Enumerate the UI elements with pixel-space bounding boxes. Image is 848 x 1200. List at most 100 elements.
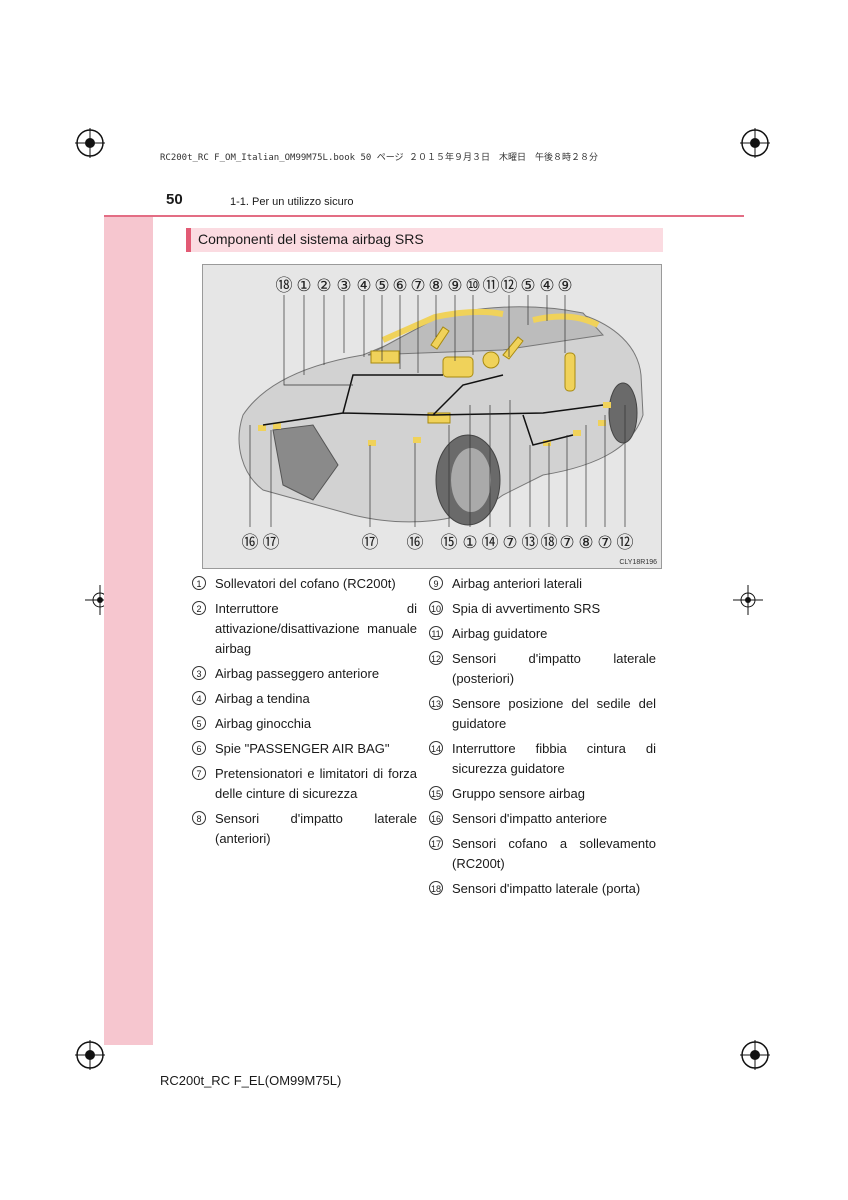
legend-text: Spia di avvertimento SRS xyxy=(452,601,601,616)
legend-right-column: 9 Airbag anteriori laterali 10 Spia di avve… xyxy=(429,574,656,904)
legend-text: Pretensionatori e limitatori di forza de… xyxy=(215,766,417,801)
callout-number: ⑥ xyxy=(392,276,408,296)
callout-number: ⑫ xyxy=(500,276,518,296)
legend-item: 1 Sollevatori del cofano (RC200t) xyxy=(192,574,417,594)
legend-item: 6 Spie "PASSENGER AIR BAG" xyxy=(192,739,417,759)
legend-text: Sensori d'impatto laterale (anteriori) xyxy=(215,811,417,846)
car-illustration xyxy=(238,295,644,527)
legend-text: Spie "PASSENGER AIR BAG" xyxy=(215,741,390,756)
side-color-band xyxy=(104,215,153,1045)
crosshair-mark-icon xyxy=(85,585,115,615)
legend-number-badge: 3 xyxy=(192,666,206,680)
callout-number: ⑦ xyxy=(597,533,613,553)
legend-text: Gruppo sensore airbag xyxy=(452,786,585,801)
callout-number: ⑪ xyxy=(482,276,500,296)
registration-mark-icon xyxy=(740,128,770,158)
legend-number-badge: 8 xyxy=(192,811,206,825)
callout-number: ⑦ xyxy=(502,533,518,553)
legend-item: 12 Sensori d'impatto laterale (posteriori… xyxy=(429,649,656,689)
callout-number: ① xyxy=(462,533,478,553)
legend-number-badge: 2 xyxy=(192,601,206,615)
callout-number: ⑰ xyxy=(262,533,280,553)
registration-mark-icon xyxy=(75,128,105,158)
legend-number-badge: 16 xyxy=(429,811,443,825)
legend-text: Airbag passeggero anteriore xyxy=(215,666,380,681)
callout-number: ④ xyxy=(356,276,372,296)
print-header: RC200t_RC F_OM_Italian_OM99M75L.book 50 … xyxy=(160,153,598,163)
legend-number-badge: 7 xyxy=(192,766,206,780)
legend-item: 13 Sensore posizione del sedile del guida… xyxy=(429,694,656,734)
header-divider xyxy=(104,215,744,217)
legend-text: Sensori d'impatto laterale (porta) xyxy=(452,881,641,896)
legend-number-badge: 12 xyxy=(429,651,443,665)
legend-text: Sensore posizione del sedile del guidato… xyxy=(452,696,656,731)
legend-text: Sollevatori del cofano (RC200t) xyxy=(215,576,396,591)
callout-number: ⑭ xyxy=(481,533,499,553)
callout-number: ④ xyxy=(539,276,555,296)
callout-number: ⑨ xyxy=(557,276,573,296)
legend-number-badge: 11 xyxy=(429,626,443,640)
page-number: 50 xyxy=(166,191,183,208)
legend-item: 17 Sensori cofano a sollevamento (RC200t) xyxy=(429,834,656,874)
legend-item: 9 Airbag anteriori laterali xyxy=(429,574,656,594)
legend-text: Sensori d'impatto laterale (posteriori) xyxy=(452,651,656,686)
callout-number: ⑱ xyxy=(275,276,293,296)
legend-item: 18 Sensori d'impatto laterale (porta) xyxy=(429,879,656,899)
legend-item: 2 Interruttore di attivazione/disattivazi… xyxy=(192,599,417,659)
callout-number: ⑤ xyxy=(520,276,536,296)
callout-number: ⑫ xyxy=(616,533,634,553)
callout-number: ⑱ xyxy=(540,533,558,553)
callout-number: ⑧ xyxy=(578,533,594,553)
legend-left-column: 1 Sollevatori del cofano (RC200t) 2 Interru… xyxy=(192,574,417,854)
callout-number: ③ xyxy=(336,276,352,296)
legend-item: 11 Airbag guidatore xyxy=(429,624,656,644)
footer-model-code: RC200t_RC F_EL(OM99M75L) xyxy=(160,1073,342,1088)
legend-number-badge: 6 xyxy=(192,741,206,755)
legend-number-badge: 1 xyxy=(192,576,206,590)
legend-number-badge: 18 xyxy=(429,881,443,895)
callout-number: ⑯ xyxy=(406,533,424,553)
legend-item: 16 Sensori d'impatto anteriore xyxy=(429,809,656,829)
callout-number: ⑦ xyxy=(559,533,575,553)
legend-text: Sensori d'impatto anteriore xyxy=(452,811,607,826)
callout-number: ⑩ xyxy=(465,276,481,296)
legend-text: Airbag guidatore xyxy=(452,626,548,641)
legend-number-badge: 10 xyxy=(429,601,443,615)
crosshair-mark-icon xyxy=(733,585,763,615)
section-heading-bar: Componenti del sistema airbag SRS xyxy=(186,228,663,252)
legend-text: Interruttore fibbia cintura di sicurezza… xyxy=(452,741,656,776)
callout-number: ⑤ xyxy=(374,276,390,296)
legend-number-badge: 17 xyxy=(429,836,443,850)
callout-number: ⑦ xyxy=(410,276,426,296)
legend-item: 10 Spia di avvertimento SRS xyxy=(429,599,656,619)
legend-item: 8 Sensori d'impatto laterale (anteriori) xyxy=(192,809,417,849)
section-title: Componenti del sistema airbag SRS xyxy=(198,231,424,247)
legend-text: Airbag anteriori laterali xyxy=(452,576,583,591)
callout-number: ⑰ xyxy=(361,533,379,553)
legend-text: Airbag ginocchia xyxy=(215,716,312,731)
callout-number: ⑮ xyxy=(440,533,458,553)
callout-number: ① xyxy=(296,276,312,296)
callout-number: ⑯ xyxy=(241,533,259,553)
section-accent xyxy=(186,228,191,252)
breadcrumb: 1-1. Per un utilizzo sicuro xyxy=(230,196,354,208)
callout-number: ⑨ xyxy=(447,276,463,296)
legend-number-badge: 14 xyxy=(429,741,443,755)
legend-item: 14 Interruttore fibbia cintura di sicurez… xyxy=(429,739,656,779)
callout-number: ⑬ xyxy=(521,533,539,553)
legend-text: Sensori cofano a sollevamento (RC200t) xyxy=(452,836,656,871)
legend-number-badge: 13 xyxy=(429,696,443,710)
legend-item: 7 Pretensionatori e limitatori di forza d… xyxy=(192,764,417,804)
legend-number-badge: 9 xyxy=(429,576,443,590)
legend-item: 3 Airbag passeggero anteriore xyxy=(192,664,417,684)
callout-number: ② xyxy=(316,276,332,296)
registration-mark-icon xyxy=(75,1040,105,1070)
figure-code: CLY18R196 xyxy=(619,559,657,566)
legend-text: Interruttore di attivazione/disattivazio… xyxy=(215,601,417,656)
legend-number-badge: 15 xyxy=(429,786,443,800)
legend-text: Airbag a tendina xyxy=(215,691,310,706)
callout-number: ⑧ xyxy=(428,276,444,296)
